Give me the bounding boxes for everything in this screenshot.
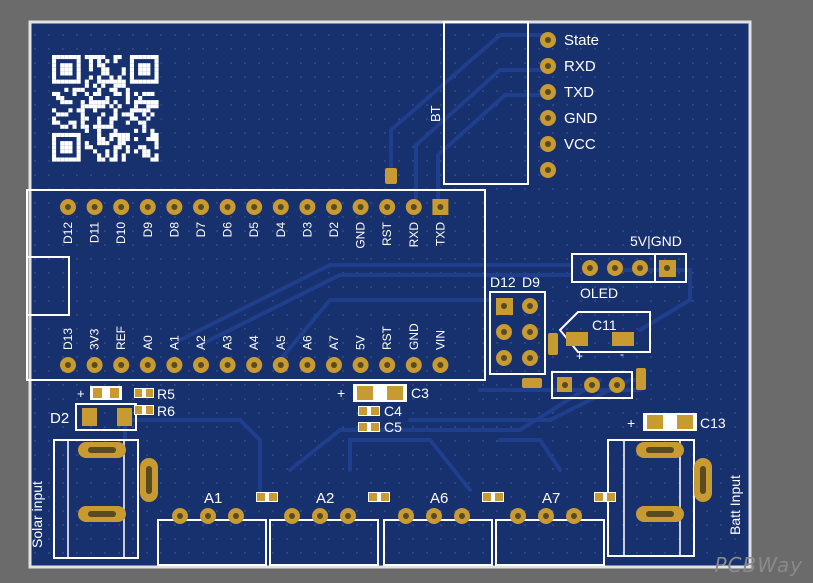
c11-label: C11 <box>592 317 617 333</box>
usb-outline <box>26 256 70 316</box>
c5-label: C5 <box>384 419 402 435</box>
nano-bottom-pin-label: 3V3 <box>88 328 102 350</box>
oled-label: OLED <box>580 285 618 301</box>
nano-bottom-pin-label: VIN <box>433 330 447 350</box>
c3-capacitor: + C3 <box>337 384 429 402</box>
nano-top-pin-label: TXD <box>433 222 447 246</box>
nano-bottom-pin-label: A2 <box>194 335 208 350</box>
c11-plus: + <box>576 349 583 363</box>
nano-top-pin-label: D4 <box>274 222 288 238</box>
nano-top-pin-label: D8 <box>167 222 181 238</box>
nano-top-pin-label: D3 <box>300 222 314 238</box>
c13-capacitor: + C13 <box>627 413 726 431</box>
d12-d9-header: D12 D9 <box>489 274 546 375</box>
sensor-label: A2 <box>316 490 334 507</box>
nano-top-pin-label: D6 <box>221 222 235 238</box>
nano-bottom-pin-label: A3 <box>221 335 235 350</box>
sensor-label: A6 <box>430 490 448 507</box>
sensor-label: A1 <box>204 490 222 507</box>
nano-bottom-pin-label: A0 <box>141 335 155 350</box>
nano-bottom-pin-label: A7 <box>327 335 341 350</box>
d9-label: D9 <box>522 274 540 290</box>
c13-plus: + <box>627 415 635 431</box>
nano-bottom-pin-label: A1 <box>167 335 181 350</box>
small-led: + <box>77 386 122 401</box>
c3-plus: + <box>337 385 345 401</box>
battery-connector: Batt Input <box>607 439 743 557</box>
d2-diode: D2 <box>50 403 137 431</box>
nano-top-pin-label: D12 <box>61 222 75 244</box>
watermark: PCBWay <box>714 553 803 577</box>
nano-bottom-pin-label: A6 <box>300 335 314 350</box>
nano-top-pin-label: D5 <box>247 222 261 238</box>
nano-top-pin-label: D10 <box>114 222 128 244</box>
bt-smd-pad <box>385 168 397 184</box>
nano-top-pin-label: D9 <box>141 222 155 238</box>
three-pin-header <box>551 371 633 399</box>
c11-capacitor: C11 + - <box>558 311 651 363</box>
analog-connectors: A1 A2 A6 A7 <box>157 490 616 566</box>
nano-top-pin-label: D7 <box>194 222 208 238</box>
bt-pin-label: VCC <box>564 136 596 153</box>
bt-title: BT <box>428 105 443 122</box>
bt-pin-label: State <box>564 32 599 49</box>
nano-top-pin-label: GND <box>354 222 368 249</box>
nano-top-pin-label: D11 <box>88 222 102 243</box>
r6-resistor: R6 <box>134 403 175 419</box>
nano-top-pin-label: RXD <box>407 222 421 248</box>
bt-pin-label: TXD <box>564 84 594 101</box>
nano-bottom-pin-label: A4 <box>247 335 261 350</box>
bt-pin-label: RXD <box>564 58 596 75</box>
c11-minus: - <box>620 347 624 361</box>
nano-bottom-pin-label: A5 <box>274 335 288 350</box>
c5-capacitor: C5 <box>358 419 402 435</box>
nano-bottom-pin-label: 5V <box>354 335 368 350</box>
nano-bottom-pin-label: D13 <box>61 328 75 350</box>
d2-label: D2 <box>50 410 69 427</box>
solar-connector: Solar input <box>29 439 158 559</box>
nano-bottom-pin-label: REF <box>114 326 128 350</box>
r6-label: R6 <box>157 403 175 419</box>
c13-label: C13 <box>700 415 726 431</box>
nano-bottom-pin-label: RST <box>380 325 394 350</box>
c3-label: C3 <box>411 385 429 401</box>
qr-code <box>50 53 161 164</box>
bt-pin-label: GND <box>564 110 598 127</box>
sensor-label: A7 <box>542 490 560 507</box>
batt-input-label: Batt Input <box>727 475 743 535</box>
c11-side-pad <box>548 333 558 355</box>
r5-label: R5 <box>157 386 175 402</box>
nano-top-pin-label: D2 <box>327 222 341 238</box>
solar-input-label: Solar input <box>29 481 45 548</box>
led-plus: + <box>77 386 85 401</box>
r5-resistor: R5 <box>134 386 175 402</box>
oled-power-label: 5V|GND <box>630 233 682 249</box>
d12-label: D12 <box>490 274 516 290</box>
c4-label: C4 <box>384 403 402 419</box>
c4-capacitor: C4 <box>358 403 402 419</box>
nano-bottom-pin-label: GND <box>407 323 421 350</box>
oled-header: 5V|GND OLED <box>571 233 687 301</box>
nano-top-pin-label: RST <box>380 221 394 246</box>
